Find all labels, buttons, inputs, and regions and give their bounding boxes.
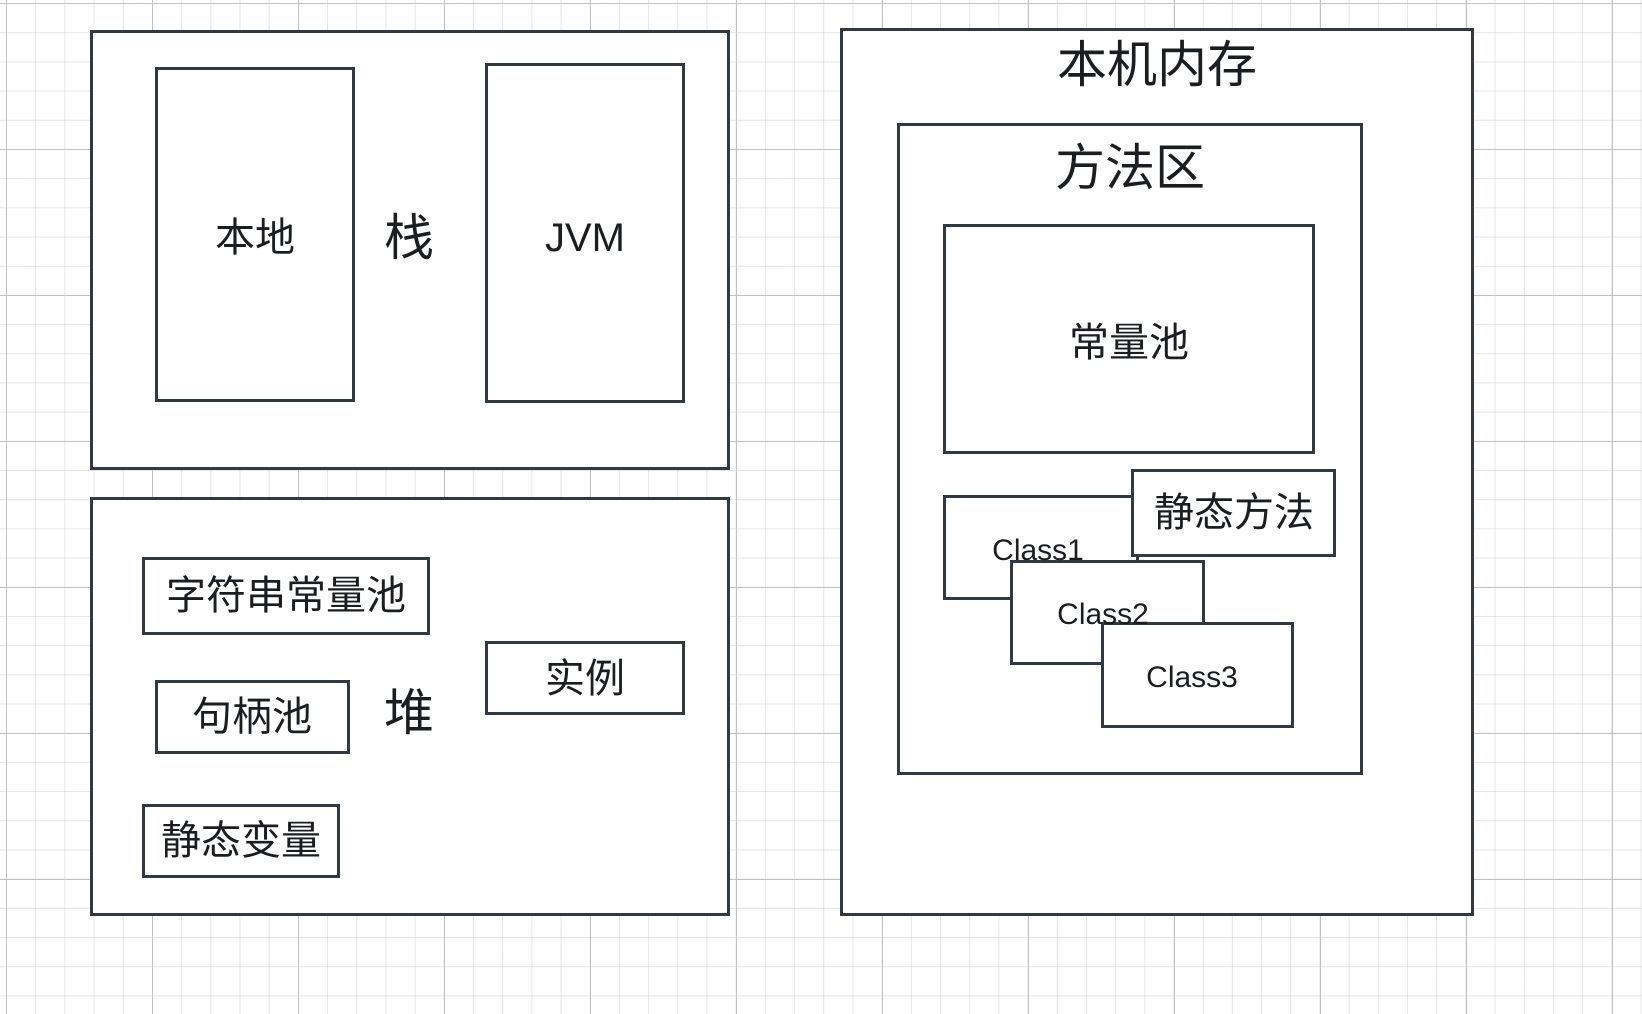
heap-panel-label: 堆: [384, 685, 434, 741]
string-constant-pool-box[interactable]: [142, 557, 430, 635]
handle-pool-box[interactable]: [155, 680, 350, 754]
class3-box[interactable]: [1101, 622, 1294, 728]
string-constant-pool-label: 字符串常量池: [166, 574, 406, 618]
native-stack-label: 本地: [215, 216, 295, 260]
class3-label: Class3: [1146, 661, 1238, 694]
class1-label: Class1: [992, 534, 1084, 567]
constant-pool-box[interactable]: [943, 224, 1315, 454]
static-method-label: 静态方法: [1154, 491, 1314, 535]
native-memory-label: 本机内存: [1057, 37, 1257, 93]
static-variable-box[interactable]: [142, 804, 340, 878]
instance-label: 实例: [545, 657, 625, 701]
class2-label: Class2: [1057, 598, 1149, 631]
method-area-label: 方法区: [1055, 140, 1205, 196]
stack-panel-label: 栈: [384, 210, 434, 266]
jvm-stack-box[interactable]: [485, 63, 685, 403]
static-method-box[interactable]: [1131, 469, 1336, 557]
handle-pool-label: 句柄池: [192, 695, 312, 739]
static-variable-label: 静态变量: [161, 819, 321, 863]
jvm-stack-label: JVM: [545, 216, 625, 260]
constant-pool-label: 常量池: [1069, 321, 1189, 365]
native-stack-box[interactable]: [155, 67, 355, 402]
instance-box[interactable]: [485, 641, 685, 715]
